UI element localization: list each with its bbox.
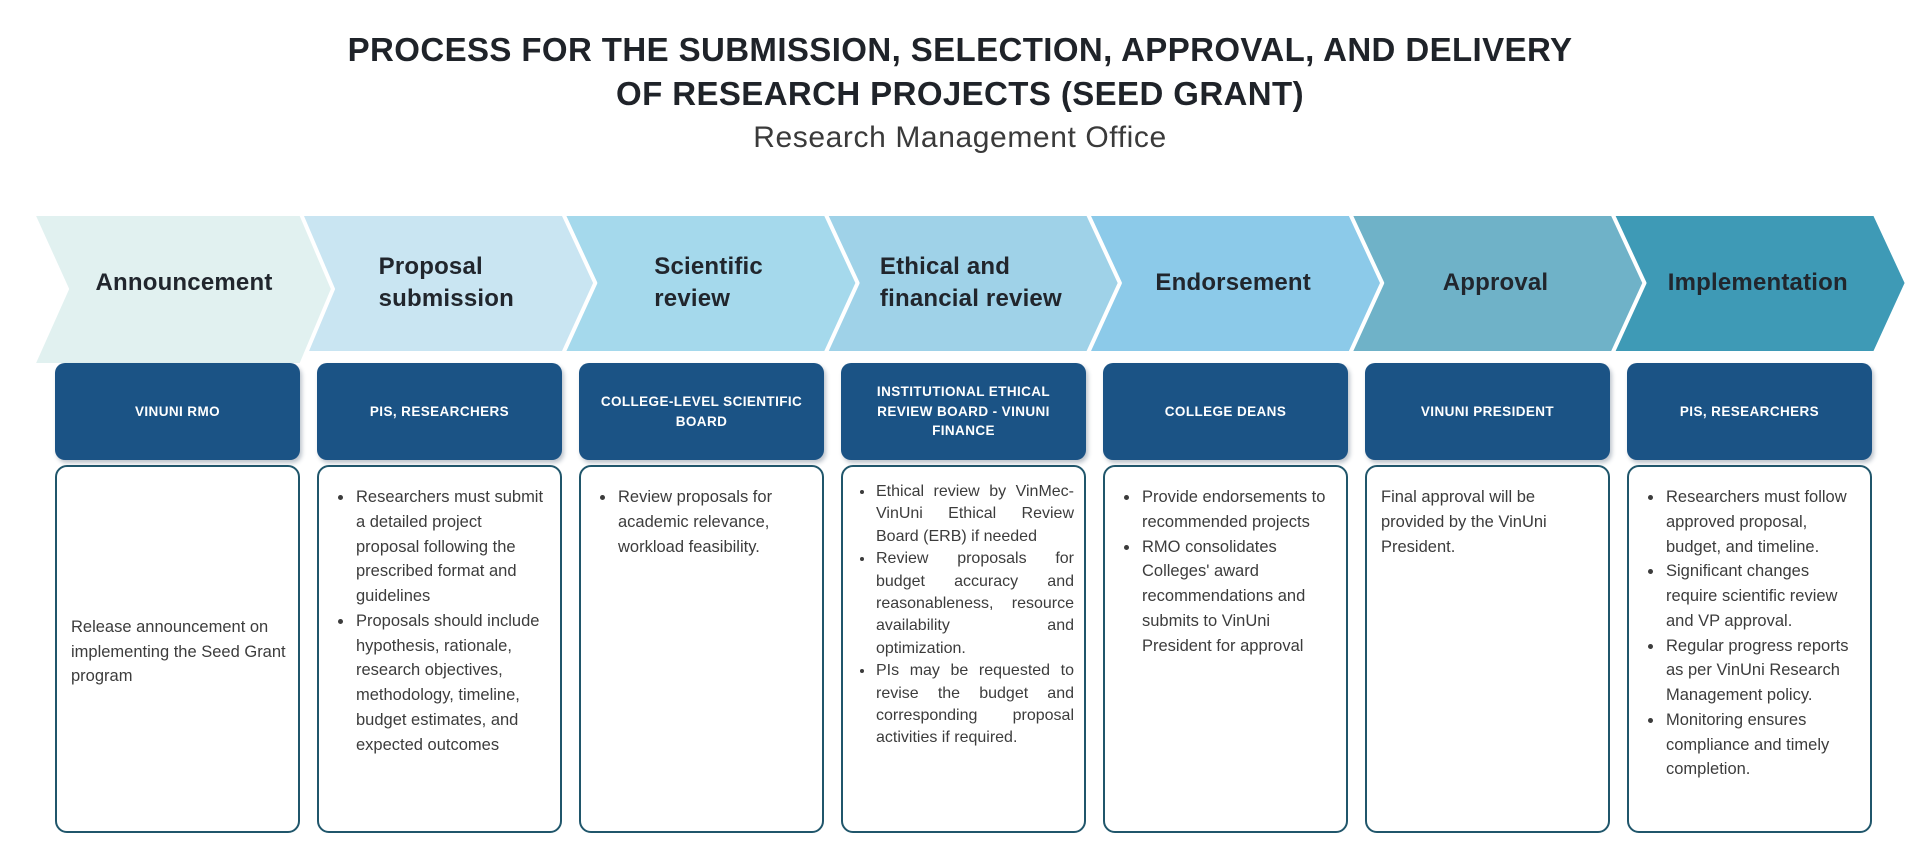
page-subtitle: Research Management Office [753,121,1167,154]
bullet-item: Monitoring ensures compliance and timely… [1664,708,1858,782]
card-bullet-list: Review proposals for academic relevance,… [595,485,810,559]
process-card: VINUNI RMO Release announcement on imple… [55,363,300,833]
card-body: Provide endorsements to recommended proj… [1103,465,1348,833]
chevron-step-shape [555,213,860,355]
process-card: PIS, RESEARCHERS Researchers must follow… [1627,363,1872,833]
card-header: VINUNI RMO [55,363,300,460]
chevron-step-shape [1080,213,1385,355]
process-chevron-band [31,213,1909,367]
card-body: Release announcement on implementing the… [55,465,300,833]
chevron-step-shape [293,213,598,355]
bullet-item: Review proposals for academic relevance,… [616,485,810,559]
card-bullet-list: Researchers must submit a detailed proje… [333,485,548,757]
chevron-step-shape [1604,213,1909,355]
card-body: Review proposals for academic relevance,… [579,465,824,833]
chevron-step-shape [31,213,335,367]
bullet-item: Ethical review by VinMec-VinUni Ethical … [875,481,1074,548]
process-card: PIS, RESEARCHERS Researchers must submit… [317,363,562,833]
card-header: INSTITUTIONAL ETHICAL REVIEW BOARD - VIN… [841,363,1086,460]
card-body: Final approval will be provided by the V… [1365,465,1610,833]
card-bullet-list: Provide endorsements to recommended proj… [1119,485,1334,658]
card-body: Researchers must submit a detailed proje… [317,465,562,833]
page-title: PROCESS FOR THE SUBMISSION, SELECTION, A… [0,28,1920,115]
page-title-line2: OF RESEARCH PROJECTS (SEED GRANT) [616,74,1304,112]
bullet-item: Researchers must follow approved proposa… [1664,485,1858,559]
bullet-item: Review proposals for budget accuracy and… [875,548,1074,660]
bullet-item: Proposals should include hypothesis, rat… [354,609,548,758]
page-title-line1: PROCESS FOR THE SUBMISSION, SELECTION, A… [347,31,1573,68]
card-header: COLLEGE-LEVEL SCIENTIFIC BOARD [579,363,824,460]
process-card: COLLEGE-LEVEL SCIENTIFIC BOARD Review pr… [579,363,824,833]
card-body: Researchers must follow approved proposa… [1627,465,1872,833]
bullet-item: PIs may be requested to revise the budge… [875,660,1074,750]
bullet-item: Significant changes require scientific r… [1664,559,1858,633]
bullet-item: RMO consolidates Colleges' award recomme… [1140,535,1334,659]
process-card: VINUNI PRESIDENT Final approval will be … [1365,363,1610,833]
process-card: INSTITUTIONAL ETHICAL REVIEW BOARD - VIN… [841,363,1086,833]
card-body: Ethical review by VinMec-VinUni Ethical … [841,465,1086,833]
chevron-step-shape [817,213,1122,355]
card-bullet-list: Researchers must follow approved proposa… [1643,485,1858,782]
bullet-item: Provide endorsements to recommended proj… [1140,485,1334,535]
card-header: PIS, RESEARCHERS [1627,363,1872,460]
bullet-item: Regular progress reports as per VinUni R… [1664,634,1858,708]
card-header: COLLEGE DEANS [1103,363,1348,460]
card-paragraph: Final approval will be provided by the V… [1381,488,1547,556]
card-bullet-list: Ethical review by VinMec-VinUni Ethical … [854,481,1074,750]
process-card: COLLEGE DEANS Provide endorsements to re… [1103,363,1348,833]
card-header: PIS, RESEARCHERS [317,363,562,460]
card-header: VINUNI PRESIDENT [1365,363,1610,460]
card-paragraph: Release announcement on implementing the… [71,617,286,686]
chevron-step-shape [1342,213,1647,355]
bullet-item: Researchers must submit a detailed proje… [354,485,548,609]
